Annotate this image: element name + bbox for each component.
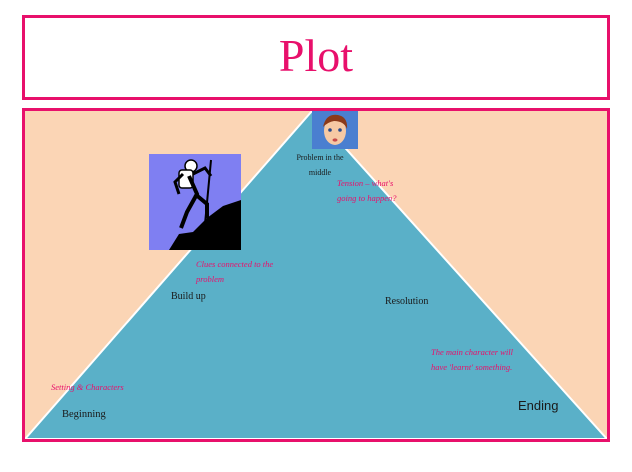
mountain-shape — [25, 111, 607, 439]
character-face-image — [312, 111, 358, 149]
stage-problem: Problem in the middle — [296, 153, 344, 177]
stage-beginning: Beginning — [62, 409, 106, 420]
note-tension: Tension – what's going to happen? — [337, 178, 397, 203]
stage-resolution: Resolution — [385, 296, 429, 307]
stage-ending: Ending — [518, 398, 559, 413]
title-box: Plot — [22, 15, 610, 100]
climber-image — [149, 154, 241, 250]
note-learnt: The main character will have 'learnt' so… — [431, 347, 513, 372]
plot-diagram: Problem in the middle Tension – what's g… — [22, 108, 610, 442]
stage-build-up: Build up — [171, 291, 206, 302]
note-clues: Clues connected to the problem — [196, 259, 274, 284]
page-title: Plot — [278, 30, 354, 81]
note-setting: Setting & Characters — [51, 382, 124, 392]
plot-mountain — [25, 111, 607, 439]
